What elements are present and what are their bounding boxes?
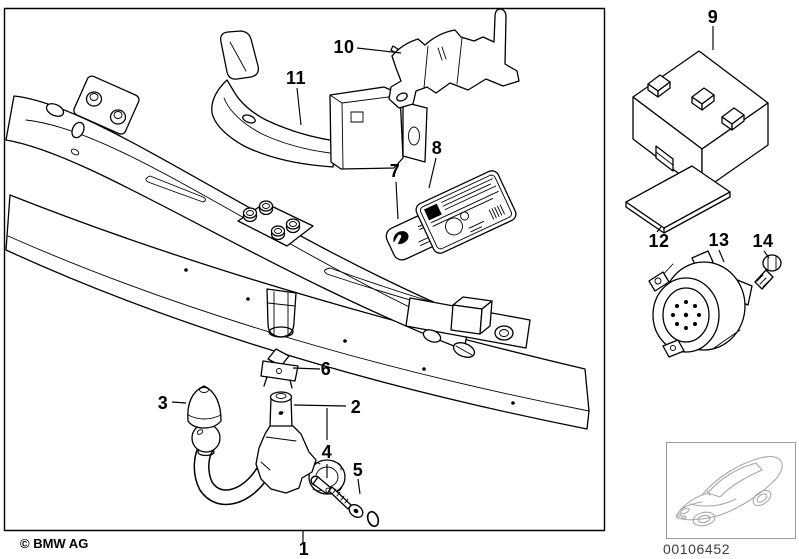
drawing-frame (3, 7, 606, 532)
callout-8[interactable]: 8 (431, 138, 443, 158)
callout-3[interactable]: 3 (157, 393, 169, 413)
car-sketch-icon (675, 456, 783, 527)
callout-11[interactable]: 11 (285, 68, 307, 88)
image-number: 00106452 (663, 541, 731, 557)
callout-4[interactable]: 4 (321, 442, 333, 462)
adhesive-pad-drawing (625, 165, 731, 234)
holder-bracket-drawing (211, 30, 428, 170)
leader-lines (171, 26, 770, 543)
copyright-notice: © BMW AG (20, 536, 89, 551)
bumper-carrier-drawing (5, 75, 590, 430)
support-bracket-drawing (388, 8, 520, 109)
callout-7[interactable]: 7 (389, 161, 401, 181)
socket-housing-drawing (648, 250, 753, 358)
callout-1[interactable]: 1 (298, 539, 310, 559)
hex-bolt-drawing (754, 254, 782, 290)
callout-6[interactable]: 6 (320, 359, 332, 379)
callout-5[interactable]: 5 (352, 460, 364, 480)
towbar-assembly-drawing (187, 348, 380, 528)
callout-2[interactable]: 2 (350, 397, 362, 417)
callout-10[interactable]: 10 (333, 37, 355, 57)
callout-14[interactable]: 14 (752, 231, 774, 251)
info-label-drawing (415, 170, 517, 254)
control-unit-drawing (632, 50, 769, 192)
callout-9[interactable]: 9 (707, 7, 719, 27)
vehicle-thumbnail (666, 442, 796, 539)
callout-13[interactable]: 13 (708, 230, 730, 250)
callout-12[interactable]: 12 (648, 231, 670, 251)
